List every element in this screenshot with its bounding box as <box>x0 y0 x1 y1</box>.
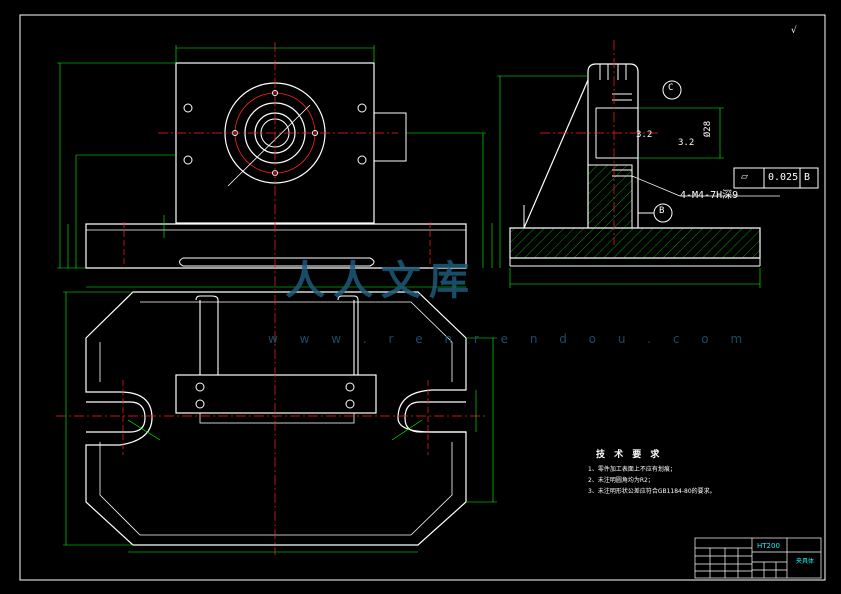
top-hole-2 <box>195 399 205 409</box>
tech-requirement-1: 1、零件加工表面上不应有划痕； <box>588 466 676 473</box>
side-rib <box>523 79 589 229</box>
front-hole-tl <box>183 103 193 113</box>
front-small-hole-4 <box>312 130 318 136</box>
side-top-slots <box>599 64 627 80</box>
watermark-url: w w w . r e n r e n d o u . c o m <box>268 332 752 346</box>
front-dimensions <box>57 45 493 269</box>
flatness-datum: B <box>804 172 811 183</box>
rib-right <box>337 295 359 375</box>
sheet-border <box>19 14 826 581</box>
tech-requirement-3: 3、未注明形状公差应符合GB1184-80的要求。 <box>588 488 716 495</box>
datum-b-label: B <box>659 206 665 216</box>
side-base-section <box>509 227 761 259</box>
top-outline <box>85 291 467 546</box>
slot-left <box>86 401 146 433</box>
top-dimensions <box>63 286 497 553</box>
rib-left <box>195 295 219 375</box>
top-column-inner <box>199 412 355 424</box>
datum-c-circle <box>662 80 682 100</box>
roughness-1: 3.2 <box>636 130 653 140</box>
front-base-plate <box>85 223 467 269</box>
side-thread-holes <box>612 93 632 177</box>
thread-leader <box>631 175 681 197</box>
roughness-corner-mark: √ <box>791 26 797 36</box>
front-view <box>57 42 493 290</box>
front-hole-br <box>357 155 367 165</box>
title-block <box>694 537 822 579</box>
diameter-dim: Ø28 <box>703 120 714 138</box>
flatness-symbol: ⏥ <box>741 172 748 182</box>
top-inner-outline <box>99 301 453 536</box>
watermark-logo-text: 人人文库 <box>285 258 477 304</box>
datum-c-label: C <box>668 83 674 93</box>
front-base-slot <box>179 257 375 267</box>
side-dimensions <box>497 75 761 288</box>
thread-note: 4-M4-7H深9 <box>680 190 739 201</box>
flatness-value: 0.025 <box>768 172 799 183</box>
tech-requirements-title: 技 术 要 求 <box>596 450 663 460</box>
front-hole-bl <box>183 155 193 165</box>
top-hole-4 <box>345 399 355 409</box>
title-block-part-name: 夹具体 <box>796 558 815 565</box>
top-hole-3 <box>345 382 355 392</box>
front-small-hole-1 <box>272 90 278 96</box>
flatness-frame <box>733 167 819 189</box>
front-leader <box>227 104 311 187</box>
title-block-material: HT200 <box>757 542 780 550</box>
front-boss <box>373 112 407 162</box>
side-view <box>497 40 819 288</box>
roughness-2: 3.2 <box>678 138 695 148</box>
tech-requirement-2: 2、未注明圆角均为R2； <box>588 477 654 484</box>
slot-right <box>404 401 466 433</box>
side-column-section <box>587 164 633 229</box>
top-column-block <box>175 374 377 414</box>
side-column <box>587 63 639 228</box>
top-view <box>56 286 497 555</box>
front-hole-tr <box>357 103 367 113</box>
top-hole-1 <box>195 382 205 392</box>
